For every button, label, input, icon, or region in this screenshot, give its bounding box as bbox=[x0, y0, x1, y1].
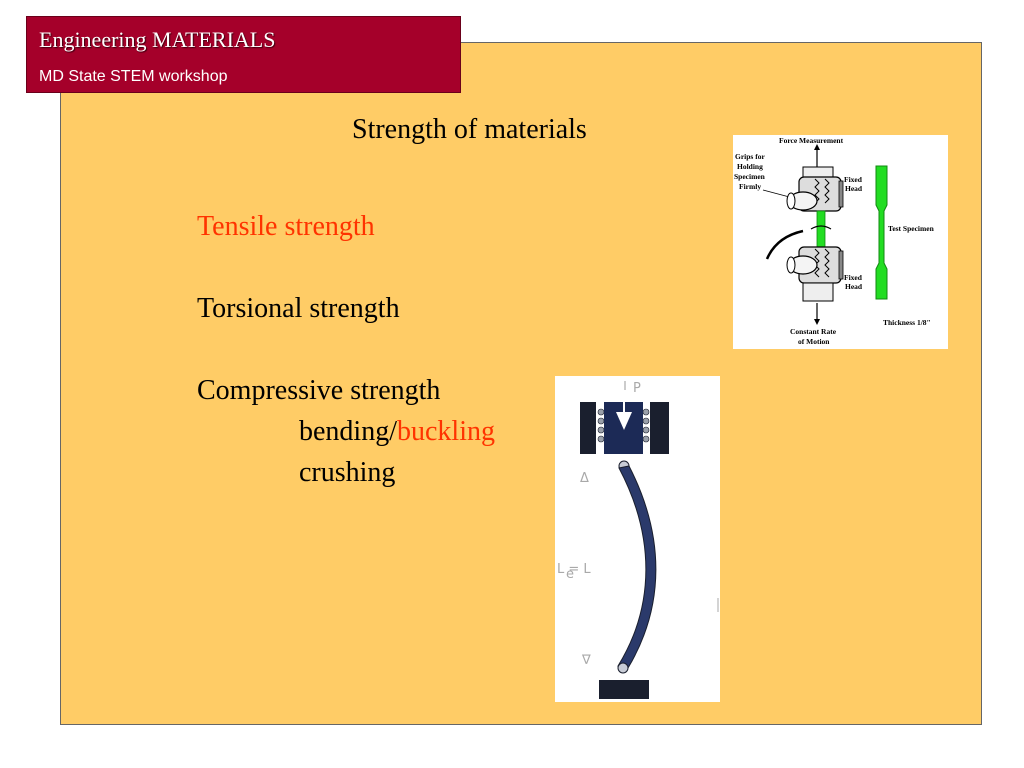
slide-title: Strength of materials bbox=[352, 114, 587, 145]
thickness-label: Thickness 1/8" bbox=[883, 318, 931, 327]
load-label: P bbox=[633, 381, 641, 396]
header-title: Engineering MATERIALS bbox=[39, 27, 276, 52]
header-subtitle: MD State STEM workshop bbox=[39, 68, 228, 85]
left-support-block bbox=[580, 402, 596, 454]
extensometer-cable bbox=[765, 229, 804, 260]
extensometer-clip bbox=[810, 225, 832, 230]
bullet-torsional-strength: Torsional strength bbox=[197, 293, 400, 324]
bullet-tensile-strength: Tensile strength bbox=[197, 211, 375, 242]
specimen-in-grips bbox=[816, 210, 826, 248]
grips-label-line-1: Grips for bbox=[735, 152, 765, 161]
grips-label-line-3: Specimen bbox=[734, 172, 766, 181]
buckled-column bbox=[617, 465, 657, 669]
buckling-column-diagram: P Δ L = L e ∇ bbox=[555, 376, 720, 702]
header-banner: Engineering MATERIALS MD State STEM work… bbox=[26, 16, 461, 93]
fixed-head-top-label-1: Fixed bbox=[844, 175, 863, 184]
constant-rate-label-2: of Motion bbox=[798, 337, 830, 346]
bottom-pin-joint bbox=[617, 662, 629, 674]
motion-arrow-head bbox=[814, 319, 820, 325]
effective-length-label: L = L bbox=[557, 562, 591, 577]
upper-grip bbox=[786, 166, 844, 212]
sub-bullet-bending-buckling: bending/buckling bbox=[299, 416, 495, 448]
deflection-bottom-marker: ∇ bbox=[581, 653, 591, 668]
fixed-head-bottom-label-2: Head bbox=[845, 282, 863, 291]
lower-grip bbox=[786, 246, 844, 302]
tensile-test-drawing: Force Measurement Grips for Holding Spec… bbox=[734, 136, 935, 346]
base-support-block bbox=[599, 680, 649, 699]
buckling-text: buckling bbox=[397, 416, 495, 447]
grips-label-line-4: Firmly bbox=[739, 182, 761, 191]
force-arrow-head bbox=[814, 144, 820, 150]
buckling-column-drawing: P Δ L = L e ∇ bbox=[557, 381, 719, 699]
tensile-test-diagram: Force Measurement Grips for Holding Spec… bbox=[733, 135, 948, 349]
right-support-block bbox=[650, 402, 669, 454]
test-specimen-label: Test Specimen bbox=[888, 224, 935, 233]
load-arrow-icon bbox=[616, 412, 632, 430]
constant-rate-label-1: Constant Rate bbox=[790, 327, 837, 336]
fixed-head-top-label-2: Head bbox=[845, 184, 863, 193]
sub-bullet-crushing: crushing bbox=[299, 457, 396, 488]
test-specimen-shape bbox=[875, 165, 888, 300]
deflection-top-marker: Δ bbox=[580, 471, 589, 486]
grips-label-line-2: Holding bbox=[737, 162, 763, 171]
effective-length-subscript: e bbox=[566, 567, 574, 582]
fixed-head-bottom-label-1: Fixed bbox=[844, 273, 863, 282]
bending-text: bending/ bbox=[299, 416, 397, 447]
force-measurement-label: Force Measurement bbox=[779, 136, 844, 145]
bullet-compressive-strength: Compressive strength bbox=[197, 375, 441, 406]
